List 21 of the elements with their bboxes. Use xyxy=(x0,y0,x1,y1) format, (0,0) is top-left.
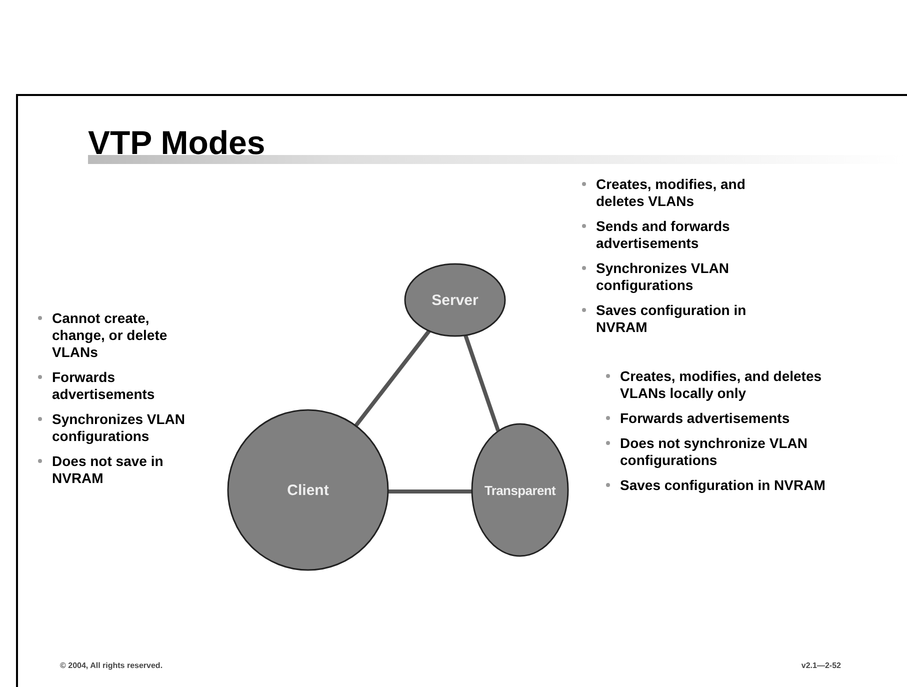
bullet-item: Does not synchronize VLAN configurations xyxy=(620,435,808,469)
connector-line xyxy=(354,329,432,428)
node-label: Client xyxy=(287,482,329,498)
bullet-item: Forwards advertisements xyxy=(620,410,790,427)
bullet-item: Cannot create, change, or delete VLANs xyxy=(52,310,168,361)
bullet-item: Forwards advertisements xyxy=(52,369,156,403)
node-label: Server xyxy=(432,292,478,308)
connector-line xyxy=(464,334,500,432)
bullet-item: Saves configuration in NVRAM xyxy=(620,477,826,494)
slide-title: VTP Modes xyxy=(88,124,266,162)
bullet-item: Synchronizes VLAN configurations xyxy=(596,260,730,294)
bullet-item: Creates, modifies, and deletes VLANs xyxy=(596,176,746,210)
bullet-item: Sends and forwards advertisements xyxy=(596,218,731,252)
bullet-item: Synchronizes VLAN configurations xyxy=(52,411,186,445)
footer-text: v2.1—2-52 xyxy=(801,661,841,670)
connector-line xyxy=(388,490,472,494)
footer-text: © 2004, All rights reserved. xyxy=(60,661,163,670)
bullet-item: Saves configuration in NVRAM xyxy=(596,302,748,336)
bullet-item: Does not save in NVRAM xyxy=(52,453,164,487)
node-label: Transparent xyxy=(484,482,556,498)
bullet-item: Creates, modifies, and deletes VLANs locally only xyxy=(620,368,823,402)
